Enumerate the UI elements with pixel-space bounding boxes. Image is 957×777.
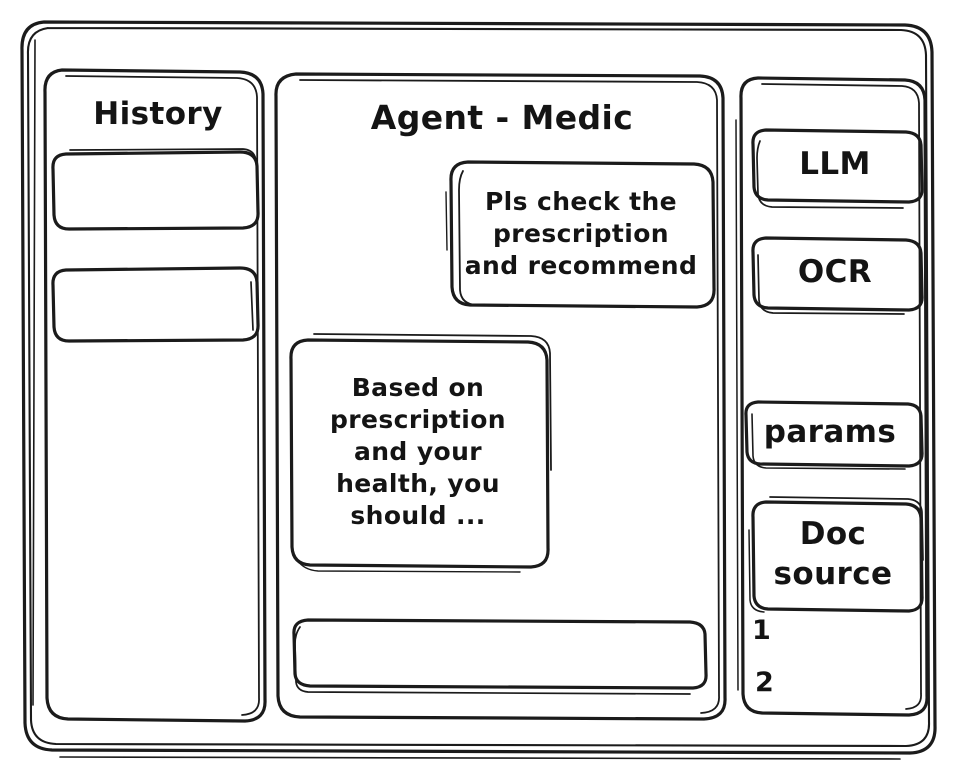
- tool-tile-params[interactable]: params: [763, 414, 897, 451]
- tool-tile-doc-source[interactable]: Doc source: [773, 516, 893, 592]
- chat-message-user: Pls check the prescription and recommend: [464, 187, 698, 280]
- chat-message-agent: Based on prescription and your health, y…: [330, 373, 506, 530]
- message-input[interactable]: [296, 618, 700, 678]
- tool-tile-ocr[interactable]: OCR: [797, 254, 873, 291]
- doc-source-list-item[interactable]: 1: [752, 614, 772, 646]
- history-item[interactable]: [58, 152, 256, 224]
- history-item[interactable]: [58, 268, 256, 336]
- doc-source-list-item[interactable]: 2: [755, 666, 775, 698]
- tool-tile-llm[interactable]: LLM: [799, 146, 871, 183]
- history-panel-title: History: [93, 96, 223, 133]
- agent-panel-title: Agent - Medic: [370, 97, 634, 137]
